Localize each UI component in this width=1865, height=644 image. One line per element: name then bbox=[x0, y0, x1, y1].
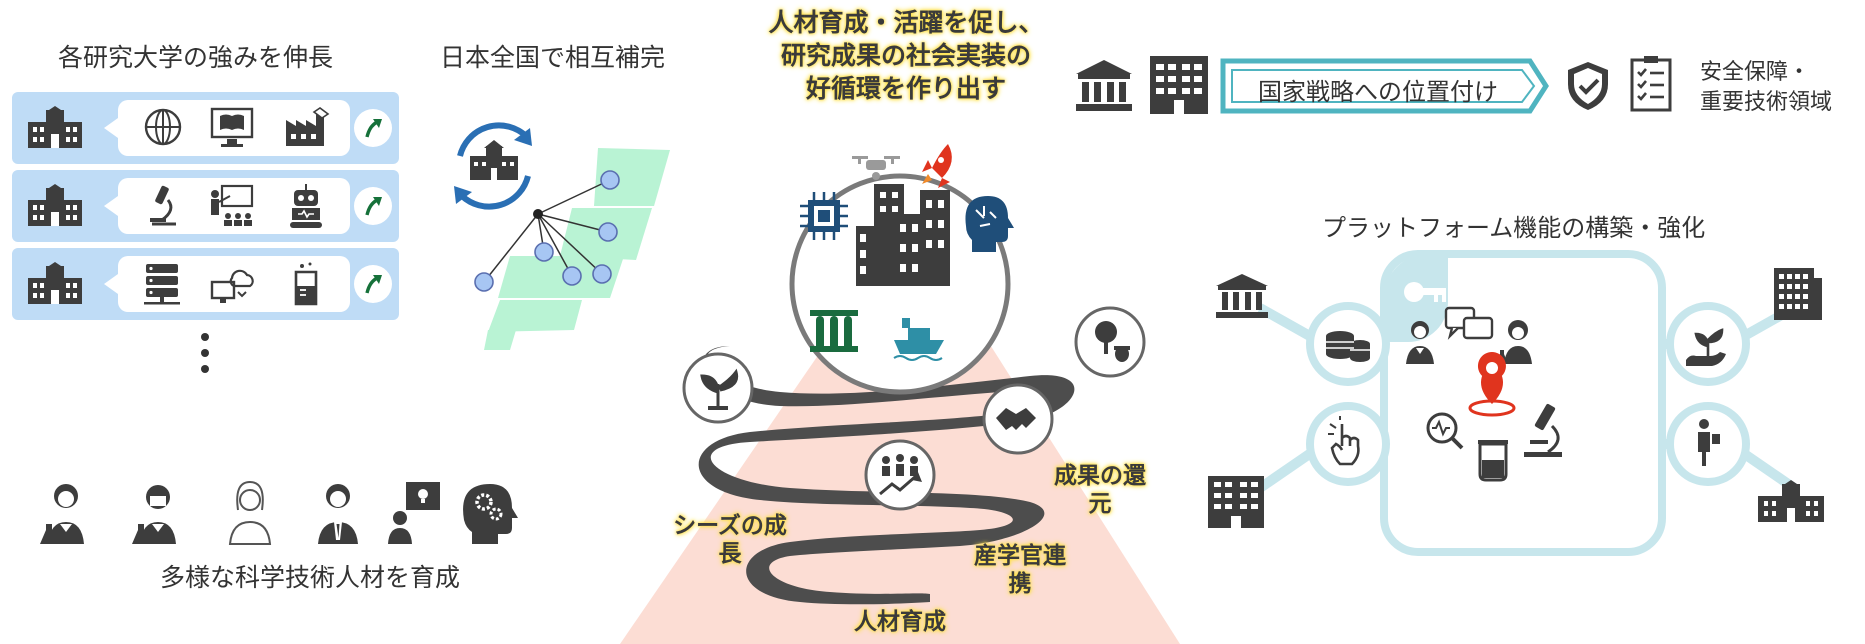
city-buildings-icon bbox=[856, 184, 950, 286]
female-scientist-icon bbox=[40, 484, 84, 544]
platform-title: プラットフォーム機能の構築・強化 bbox=[1322, 214, 1706, 242]
national-strategy-label: 国家戦略への位置付け bbox=[1258, 78, 1498, 106]
center-title-line-3: 好循環を作り出す bbox=[805, 74, 1006, 103]
japan-title: 日本全国で相互補完 bbox=[440, 43, 666, 72]
beaker-icon bbox=[294, 262, 318, 306]
seeds-circle bbox=[682, 352, 754, 424]
teacher-presentation-icon bbox=[211, 184, 254, 226]
office-building-icon bbox=[1150, 56, 1208, 114]
return-label-line-1: 成果の還 bbox=[1054, 463, 1146, 489]
seeds-label-line-2: 長 bbox=[718, 541, 742, 567]
university-row-2 bbox=[12, 170, 399, 242]
hub-node bbox=[533, 209, 543, 219]
office-building-icon bbox=[1208, 476, 1264, 528]
checklist-icon bbox=[1630, 56, 1672, 112]
drone-icon bbox=[852, 156, 900, 180]
security-label-line-2: 重要技術領域 bbox=[1700, 90, 1833, 115]
test-tubes-icon bbox=[810, 310, 858, 352]
talent-label: 人材育成 bbox=[854, 609, 946, 635]
cycle-university-icon bbox=[454, 122, 532, 210]
center-title: 人材育成・活躍を促し、 研究成果の社会実装の 好循環を作り出す bbox=[746, 6, 1066, 105]
click-hand-circle bbox=[1306, 402, 1390, 486]
security-label: 安全保障・ 重要技術領域 bbox=[1700, 58, 1832, 118]
seeds-label-line-1: シーズの成 bbox=[673, 513, 787, 539]
left-title: 各研究大学の強みを伸長 bbox=[58, 43, 334, 72]
tower-building-icon bbox=[1774, 268, 1822, 320]
robot-icon bbox=[290, 184, 322, 228]
return-circle bbox=[1074, 306, 1146, 378]
government-building-icon bbox=[1216, 274, 1268, 318]
university-building-icon bbox=[28, 262, 82, 304]
university-row-1 bbox=[12, 92, 399, 164]
industry-label-line-1: 産学官連 bbox=[974, 543, 1066, 569]
shield-check-icon bbox=[1568, 62, 1608, 110]
key-icon bbox=[1384, 254, 1448, 342]
industry-label-line-2: 携 bbox=[1008, 571, 1032, 597]
university-building-icon bbox=[28, 106, 82, 148]
more-ellipsis-icon bbox=[201, 333, 209, 373]
growth-arrow-icon bbox=[354, 265, 392, 303]
industry-circle bbox=[982, 383, 1054, 455]
person-checklist-circle bbox=[1666, 402, 1750, 486]
growth-arrow-icon bbox=[354, 109, 392, 147]
center-title-line-2: 研究成果の社会実装の bbox=[780, 41, 1031, 70]
diverse-talent-people-icons bbox=[40, 480, 518, 545]
left-bottom-label: 多様な科学技術人材を育成 bbox=[160, 563, 461, 592]
japan-island-shapes bbox=[484, 148, 670, 350]
head-gears-icon bbox=[463, 484, 518, 544]
microchip-icon bbox=[800, 192, 848, 240]
factory-icon bbox=[286, 107, 330, 146]
university-building-icon bbox=[1758, 480, 1824, 522]
growth-spiral-diagram bbox=[620, 144, 1180, 644]
platform-diagram bbox=[1208, 250, 1824, 556]
ship-icon bbox=[893, 318, 944, 361]
national-strategy-arrow bbox=[1220, 58, 1549, 114]
analysis-magnifier-icon bbox=[1426, 412, 1464, 450]
university-building-icon bbox=[28, 184, 82, 226]
university-row-3 bbox=[12, 248, 399, 320]
globe-icon bbox=[144, 108, 182, 146]
businessman-icon bbox=[318, 484, 358, 544]
industry-label: 産学官連 携 bbox=[960, 542, 1080, 598]
government-building-icon bbox=[1076, 60, 1132, 111]
location-pin-icon bbox=[1468, 352, 1516, 417]
coins-circle bbox=[1306, 302, 1390, 386]
rocket-icon bbox=[922, 144, 952, 188]
japan-network-map bbox=[454, 122, 670, 350]
plant-hand-circle bbox=[1666, 302, 1750, 386]
security-label-line-1: 安全保障・ bbox=[1700, 60, 1811, 85]
microscope-icon bbox=[1524, 403, 1562, 457]
center-title-line-1: 人材育成・活躍を促し、 bbox=[768, 8, 1044, 37]
talent-circle bbox=[864, 439, 936, 511]
return-label: 成果の還 元 bbox=[1040, 462, 1160, 518]
male-researcher-icon bbox=[1406, 321, 1434, 364]
spiral-tornado bbox=[698, 346, 1075, 605]
growth-arrow-icon bbox=[354, 187, 392, 225]
cloud-computer-icon bbox=[210, 269, 254, 303]
lab-beaker-icon bbox=[1478, 440, 1508, 482]
ai-head-icon bbox=[965, 196, 1014, 252]
woman-outline-icon bbox=[228, 480, 272, 545]
male-scientist-icon bbox=[132, 485, 176, 544]
return-label-line-2: 元 bbox=[1088, 491, 1112, 517]
seeds-label: シーズの成 長 bbox=[670, 512, 790, 568]
chat-bubbles-icon bbox=[1444, 306, 1494, 340]
microscope-icon bbox=[150, 185, 176, 226]
university-nodes bbox=[474, 170, 620, 292]
server-icon bbox=[144, 264, 180, 305]
idea-person-icon bbox=[388, 482, 440, 544]
online-learning-icon bbox=[210, 107, 254, 147]
